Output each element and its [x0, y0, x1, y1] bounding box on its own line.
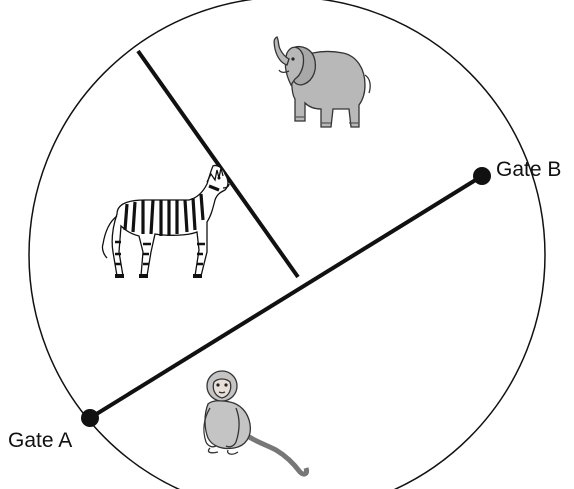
- gate-a-marker: [81, 409, 99, 427]
- gate-path: [88, 174, 484, 420]
- enclosure-circle: [28, 0, 546, 489]
- gate-b-label: Gate B: [496, 158, 561, 181]
- zebra-icon: [101, 164, 230, 278]
- gate-b-marker: [473, 167, 491, 185]
- gate-a-label: Gate A: [8, 429, 72, 452]
- divider-wall: [136, 49, 300, 279]
- monkey-icon: [203, 370, 309, 477]
- elephant-icon: [273, 36, 371, 128]
